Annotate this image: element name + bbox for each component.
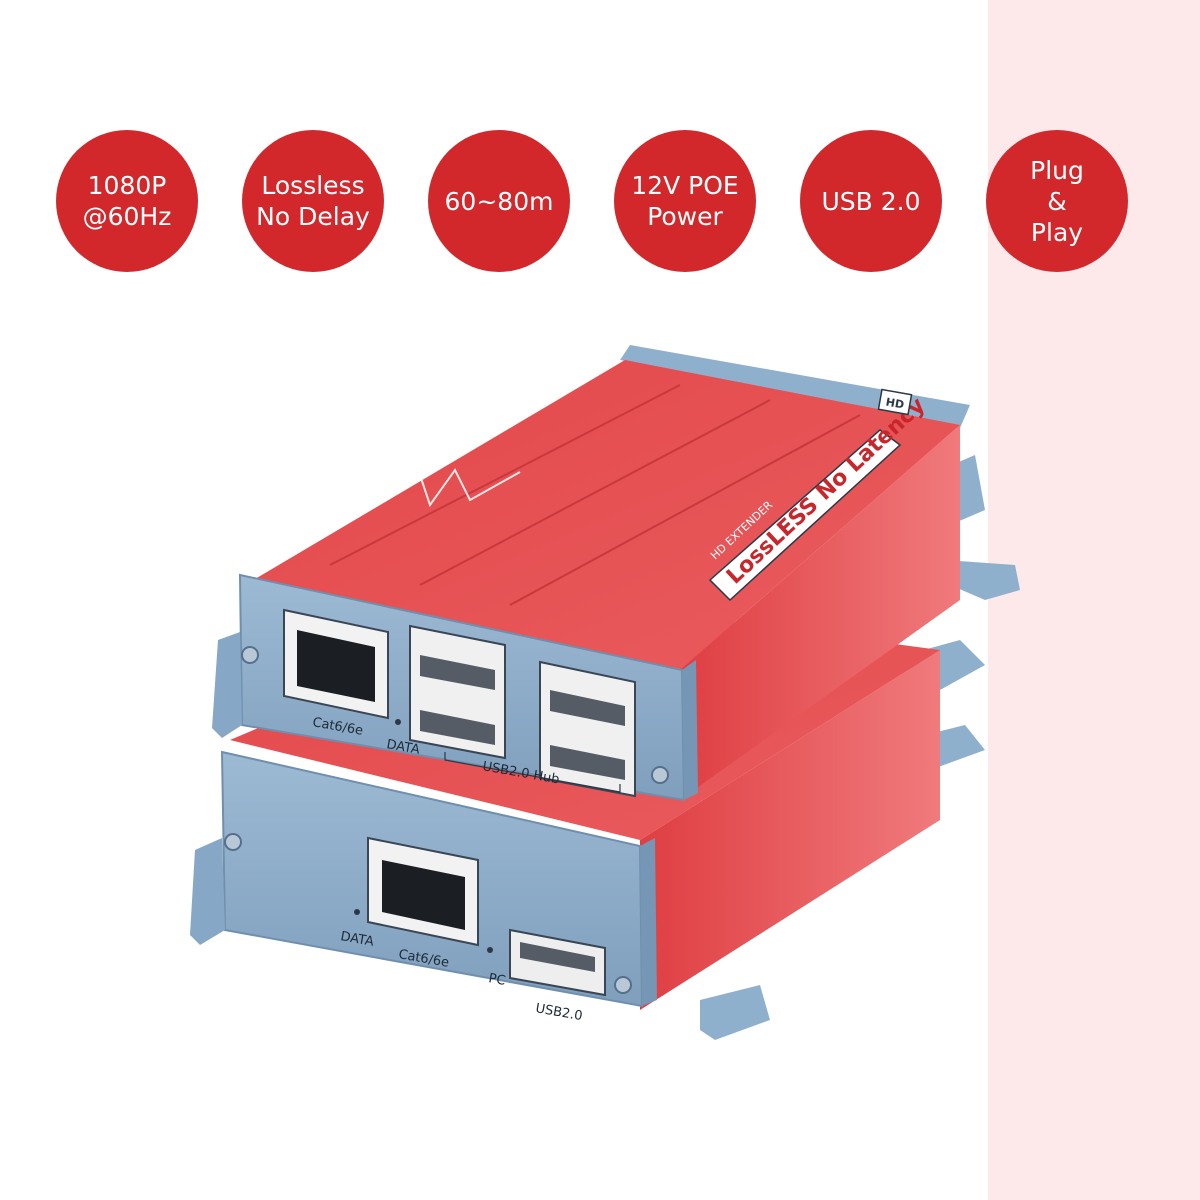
badge-resolution: 1080P @60Hz [56, 130, 198, 272]
bottom-unit-usb-tongue [520, 942, 595, 972]
badge-poe-power: 12V POE Power [614, 130, 756, 272]
screw-icon [651, 766, 669, 784]
data-led-icon [395, 719, 401, 725]
bottom-unit-plate-lip [640, 838, 657, 1006]
badge-distance-line-1: 60~80m [444, 186, 554, 216]
top-unit-usb-tongue [550, 690, 625, 726]
bottom-unit-side [640, 650, 940, 1010]
badge-lossless-line-1: Lossless [261, 171, 365, 200]
bottom-unit-tab-front [700, 985, 770, 1040]
bottom-unit-label-usb: USB2.0 [534, 1001, 583, 1024]
badge-usb-line-1: USB 2.0 [821, 186, 921, 216]
top-unit-rj45-socket [297, 630, 375, 702]
badge-resolution-line-2: @60Hz [82, 202, 172, 231]
screw-icon [241, 646, 259, 664]
top-unit-tab-left [212, 632, 242, 738]
usb-hub-bracket [444, 752, 621, 793]
pc-led-icon [487, 947, 493, 953]
badge-plug-line-3: Play [1030, 217, 1084, 247]
top-unit-groove [509, 414, 861, 606]
top-unit-usb-tongue [420, 710, 495, 745]
bottom-unit-label-pc: PC [487, 971, 506, 989]
lossless-sticker [708, 429, 902, 602]
top-unit-usb-tongue [420, 655, 495, 690]
badge-usb: USB 2.0 [800, 130, 942, 272]
bottom-unit-tab-left [190, 838, 225, 945]
bottom-unit-rj45-socket [382, 860, 465, 930]
badge-plug-line-2: & [1047, 186, 1067, 216]
top-unit-top [245, 360, 960, 670]
screw-icon [224, 833, 242, 851]
badge-distance: 60~80m [428, 130, 570, 272]
top-unit-groove [419, 399, 771, 586]
top-unit-label-data: DATA [385, 737, 421, 758]
badge-plug-line-1: Plug [1030, 155, 1084, 185]
badge-resolution-line-1: 1080P [87, 171, 167, 200]
top-unit-usb-tongue [550, 745, 625, 780]
hd-logo-text: HD [885, 396, 905, 412]
screw-icon [614, 976, 632, 994]
bottom-unit-label-data: DATA [339, 929, 375, 950]
data-led-icon [354, 909, 360, 915]
top-unit-groove [329, 384, 681, 566]
top-unit-side [680, 425, 960, 800]
top-unit-tab-right [945, 560, 1020, 600]
hd-logo [877, 388, 913, 416]
top-unit-plate-lip [682, 660, 698, 800]
badge-lossless: Lossless No Delay [242, 130, 384, 272]
badge-plug-and-play: Plug & Play [986, 130, 1128, 272]
badge-poe-line-1: 12V POE [631, 171, 739, 200]
badge-poe-line-2: Power [647, 202, 723, 231]
top-unit: Barkeley LossLESS No Latency HD EXTENDER… [212, 345, 1020, 802]
brand-wave-icon [299, 468, 521, 541]
badge-lossless-line-2: No Delay [256, 202, 370, 231]
